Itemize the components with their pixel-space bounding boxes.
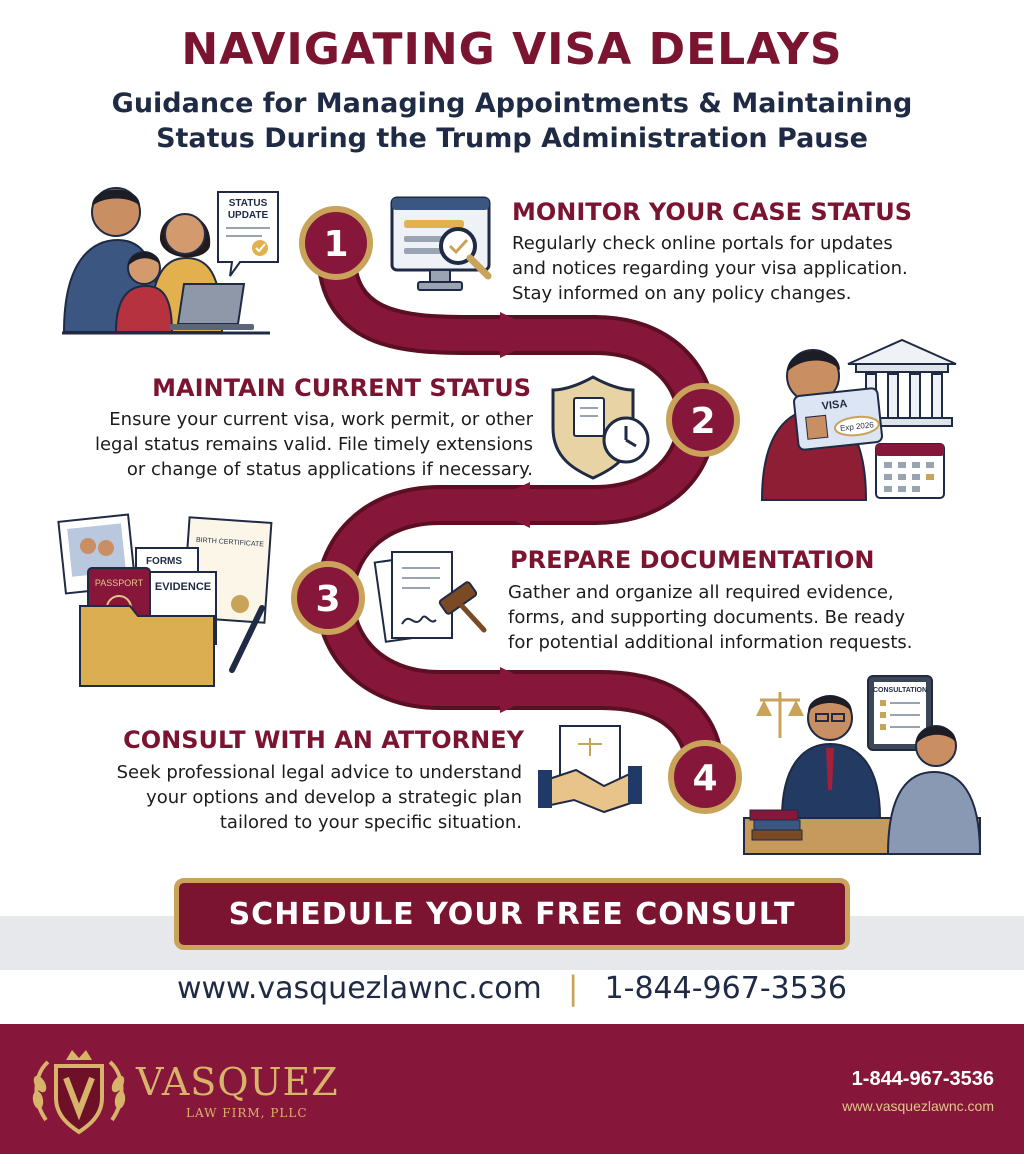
step-4-line-1: Seek professional legal advice to unders… <box>116 762 522 783</box>
visa-card-icon: VISA Exp 2026 <box>793 387 883 451</box>
contact-row: www.vasquezlawnc.com | 1-844-967-3536 <box>0 966 1024 1010</box>
step-number-4: 4 <box>692 758 717 799</box>
step-2-heading: MAINTAIN CURRENT STATUS <box>152 374 531 402</box>
gavel-document-icon <box>373 551 487 643</box>
step-4-description: Seek professional legal advice to unders… <box>117 760 522 835</box>
step-badge-3: 3 <box>291 561 365 635</box>
step-badge-4: 4 <box>668 740 742 814</box>
schedule-consult-button[interactable]: SCHEDULE YOUR FREE CONSULT <box>174 878 850 950</box>
visa-card-expiry: Exp 2026 <box>840 420 875 433</box>
page-subtitle: Guidance for Managing Appointments & Mai… <box>0 86 1024 156</box>
status-update-note-icon: STATUS UPDATE <box>217 191 279 277</box>
step-3-line-2: forms, and supporting documents. Be read… <box>508 607 906 628</box>
step-2-line-2: legal status remains valid. File timely … <box>94 434 533 455</box>
evidence-label: EVIDENCE <box>155 581 211 593</box>
law-firm-crest-icon <box>32 1050 126 1135</box>
subtitle-line-1: Guidance for Managing Appointments & Mai… <box>111 88 913 119</box>
website-link[interactable]: www.vasquezlawnc.com <box>176 970 542 1006</box>
passport-label: PASSPORT <box>95 578 144 588</box>
consultation-label: CONSULTATION <box>873 687 927 694</box>
status-update-text-1: STATUS <box>229 198 268 209</box>
step-4-line-3: tailored to your specific situation. <box>219 812 522 833</box>
step-2-line-1: Ensure your current visa, work permit, o… <box>109 409 533 430</box>
winding-path-graphic: 1 2 3 4 <box>57 187 982 855</box>
handshake-icon <box>538 725 642 814</box>
subtitle-line-2: Status During the Trump Administration P… <box>156 123 868 154</box>
step-badge-2: 2 <box>666 383 740 457</box>
step-number-2: 2 <box>690 401 715 442</box>
arrow-left-icon <box>482 482 530 528</box>
step-number-1: 1 <box>323 224 348 265</box>
family-laptop-icon <box>62 187 270 335</box>
step-1-heading: MONITOR YOUR CASE STATUS <box>512 198 913 226</box>
monitor-search-icon <box>390 196 492 291</box>
calendar-icon <box>875 443 945 499</box>
step-1-description: Regularly check online portals for updat… <box>512 231 908 306</box>
visa-card-label: VISA <box>821 398 848 413</box>
step-4-heading: CONSULT WITH AN ATTORNEY <box>123 726 524 754</box>
arrow-right-icon <box>500 312 548 358</box>
footer: VASQUEZ LAW FIRM, PLLC 1-844-967-3536 ww… <box>0 1024 1024 1154</box>
step-2-line-3: or change of status applications if nece… <box>126 459 533 480</box>
document-folder-icon: BIRTH CERTIFICATE FORMS EVIDENCE PASSPOR… <box>57 513 273 687</box>
step-3-heading: PREPARE DOCUMENTATION <box>510 546 875 574</box>
step-3-line-1: Gather and organize all required evidenc… <box>508 582 894 603</box>
status-update-text-2: UPDATE <box>228 210 269 221</box>
arrow-right-icon <box>500 667 548 713</box>
step-3-line-3: for potential additional information req… <box>508 632 913 653</box>
step-number-3: 3 <box>315 579 340 620</box>
forms-label: FORMS <box>146 556 182 567</box>
phone-link[interactable]: 1-844-967-3536 <box>604 970 847 1006</box>
footer-brand-subtitle: LAW FIRM, PLLC <box>186 1106 308 1120</box>
footer-brand-name: VASQUEZ <box>136 1060 339 1104</box>
step-4-line-2: your options and develop a strategic pla… <box>146 787 522 808</box>
step-badge-1: 1 <box>299 206 373 280</box>
page-title: NAVIGATING VISA DELAYS <box>181 24 843 75</box>
step-1-line-1: Regularly check online portals for updat… <box>512 233 893 254</box>
step-2-description: Ensure your current visa, work permit, o… <box>95 407 533 482</box>
step-1-line-3: Stay informed on any policy changes. <box>512 283 852 304</box>
attorney-meeting-icon: CONSULTATION <box>743 675 982 855</box>
step-1-line-2: and notices regarding your visa applicat… <box>512 258 908 279</box>
footer-website[interactable]: www.vasquezlawnc.com <box>842 1098 994 1114</box>
contact-separator: | <box>567 969 579 1007</box>
step-3-description: Gather and organize all required evidenc… <box>508 580 913 655</box>
birth-certificate-label: BIRTH CERTIFICATE <box>196 537 265 549</box>
shield-clock-icon <box>551 375 650 480</box>
footer-phone[interactable]: 1-844-967-3536 <box>851 1068 994 1090</box>
